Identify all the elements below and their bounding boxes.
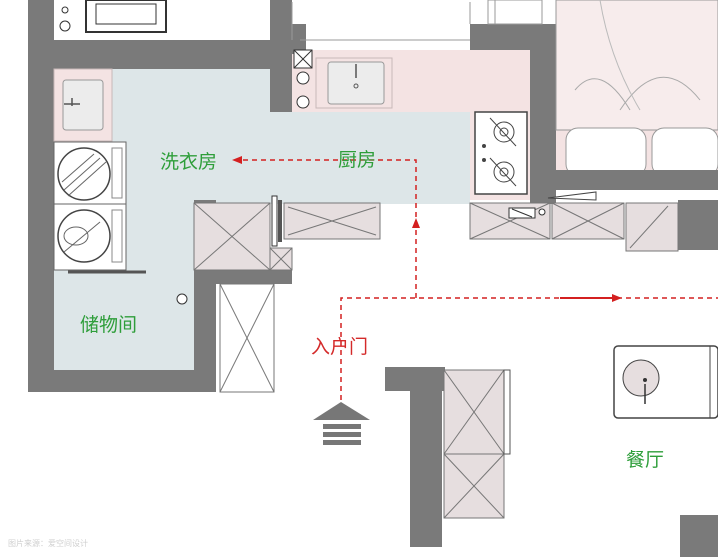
room-label-dining: 餐厅 — [626, 449, 664, 471]
window-frame — [487, 0, 543, 25]
room-label-entrance: 入户门 — [311, 336, 368, 358]
path-to-laundry — [240, 159, 417, 298]
bathroom-fixtures — [54, 0, 270, 40]
door-edge — [503, 369, 511, 455]
wall-right-lower — [678, 200, 718, 250]
wall-mid-upper — [270, 0, 292, 112]
switch-icon — [176, 293, 188, 305]
circulation-path — [232, 156, 718, 400]
dining-table-icon — [613, 345, 718, 419]
room-label-laundry: 洗衣房 — [160, 151, 217, 173]
windows — [291, 0, 543, 41]
wall-kitchen-corner — [290, 24, 306, 54]
wall-bottom-left — [28, 370, 216, 392]
wall-right-upper — [530, 24, 556, 204]
cabinet-dining-lower — [443, 453, 505, 519]
room-label-kitchen: 厨房 — [338, 149, 376, 171]
washing-machine-icon — [53, 141, 127, 205]
bed-icon — [555, 0, 718, 190]
watermark-text: 图片来源：爱空间设计 — [8, 538, 88, 548]
cabinet-entry — [219, 283, 275, 393]
entry-arrow-icon — [313, 402, 370, 445]
cabinet-counter-right2 — [551, 202, 625, 240]
toilet-icon — [85, 0, 167, 33]
appliance-stack — [293, 49, 313, 109]
wall-lower-middle — [410, 367, 442, 547]
drain-icon — [59, 20, 71, 32]
sliding-door — [271, 195, 282, 247]
dryer-icon — [53, 203, 146, 274]
wall-top-left — [28, 40, 270, 69]
arrow-left-icon — [232, 156, 242, 164]
wall-bottom-right — [680, 515, 718, 557]
wall-cabinet-base — [194, 270, 292, 284]
drain-icon — [61, 6, 69, 14]
arrow-right-icon — [612, 294, 622, 302]
toilet-icon — [95, 3, 157, 25]
cabinet-upper-left — [193, 202, 271, 271]
bedroom-door — [547, 191, 597, 201]
sink-icon — [53, 68, 113, 142]
floor-areas — [54, 50, 530, 370]
kitchen-floor-blue — [270, 112, 470, 204]
cabinet-small — [269, 247, 293, 271]
room-label-storage: 储物间 — [80, 314, 137, 336]
cabinets — [193, 202, 679, 519]
gas-stove-icon — [474, 111, 528, 195]
cabinet-counter-left — [283, 202, 381, 240]
walls — [28, 0, 718, 557]
arrow-up-icon — [412, 218, 420, 228]
cabinet-dining-upper — [443, 369, 505, 455]
kitchen-sink-icon — [315, 57, 393, 109]
cabinet-far-right — [625, 202, 679, 252]
oven-control — [508, 207, 546, 219]
